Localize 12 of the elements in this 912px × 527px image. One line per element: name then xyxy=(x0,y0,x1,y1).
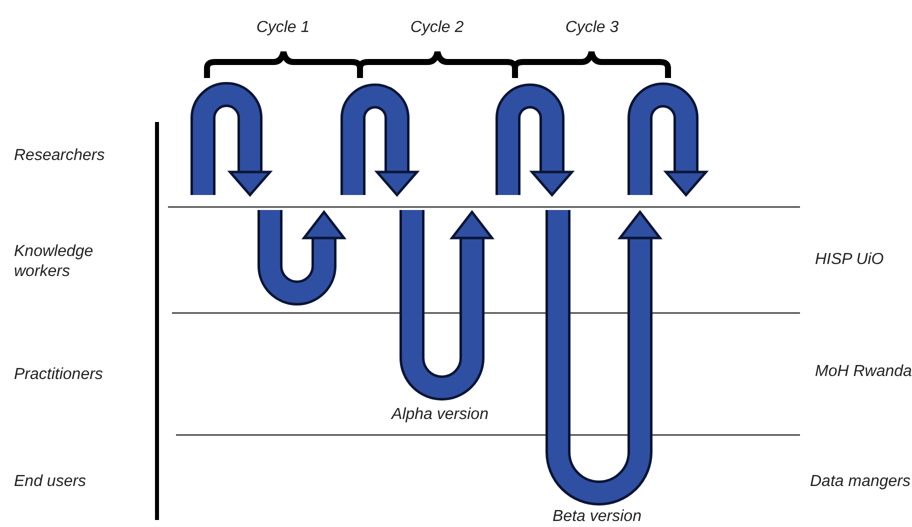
text-label: Knowledge workers xyxy=(14,242,94,282)
text-label: MoH Rwanda xyxy=(815,362,912,382)
text-label: Practitioners xyxy=(14,365,103,385)
text-label: Data mangers xyxy=(810,472,910,492)
text-label: Researchers xyxy=(14,146,105,166)
text-label: Cycle 3 xyxy=(565,18,619,38)
text-label: Cycle 2 xyxy=(410,18,464,38)
text-label: Beta version xyxy=(552,507,642,527)
text-label: Alpha version xyxy=(392,405,488,425)
text-label: Cycle 1 xyxy=(256,18,310,38)
text-label: End users xyxy=(14,472,86,492)
text-label: HISP UiO xyxy=(815,250,884,270)
